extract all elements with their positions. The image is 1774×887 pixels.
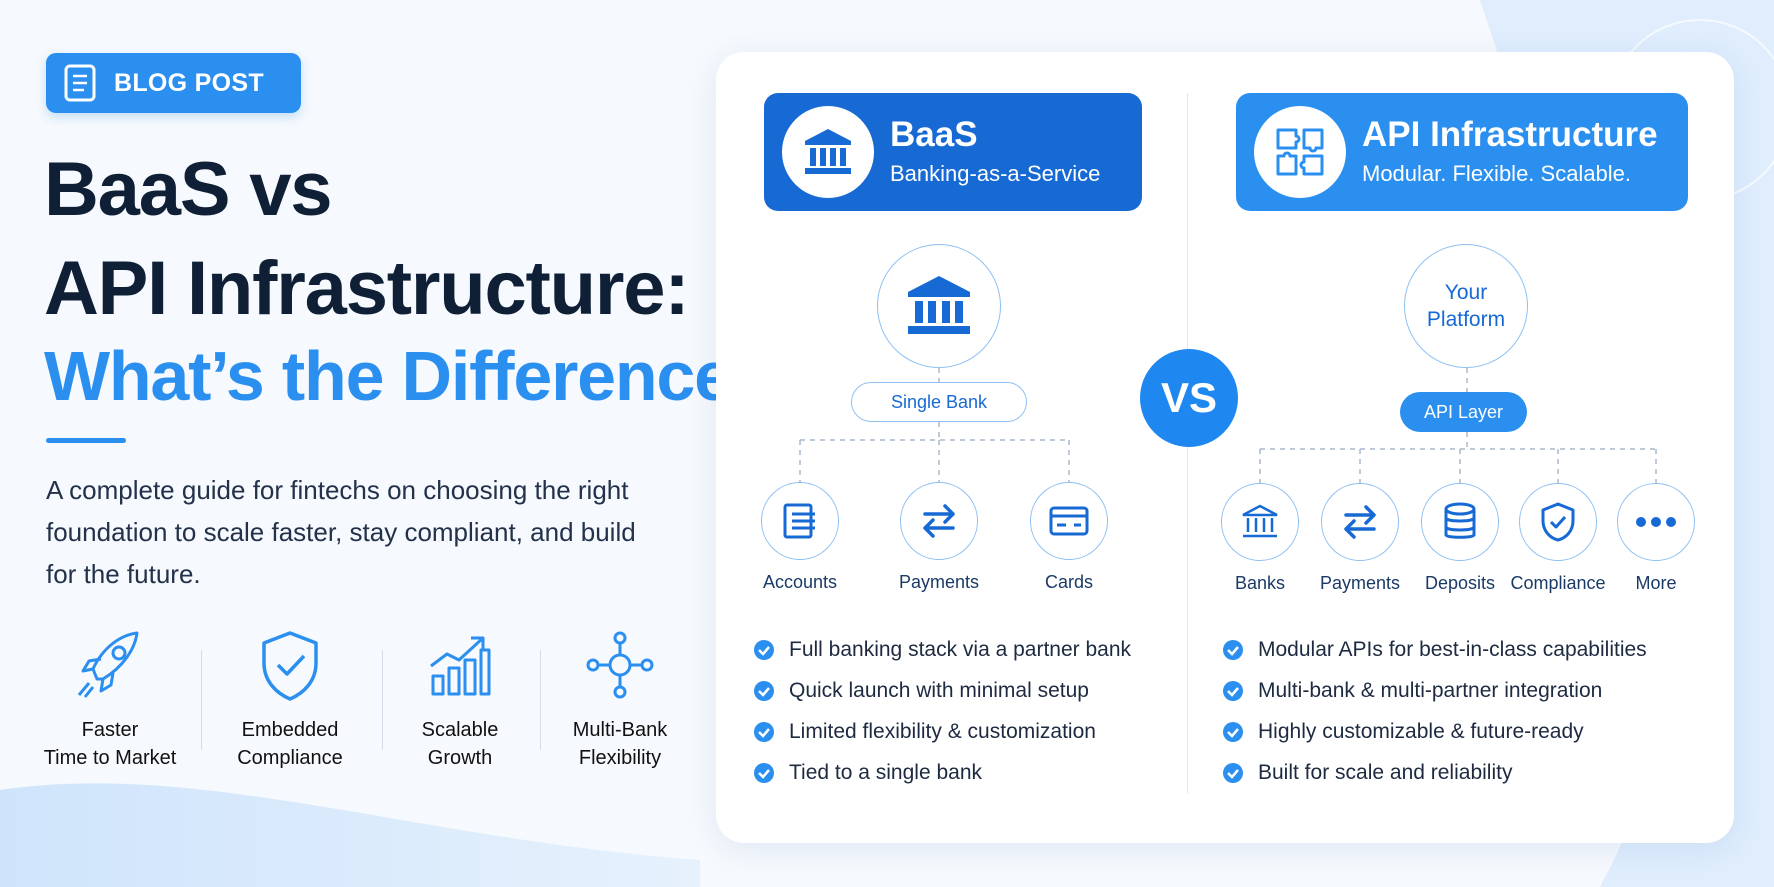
title-line-3: What’s the Difference? xyxy=(44,337,775,415)
list-item: Limited flexibility & customization xyxy=(753,711,1131,752)
baas-subtitle: Banking-as-a-Service xyxy=(890,161,1101,186)
list-item: Modular APIs for best-in-class capabilit… xyxy=(1222,629,1647,670)
document-icon xyxy=(46,53,114,113)
title-line-1: BaaS vs xyxy=(44,147,333,232)
check-circle-icon xyxy=(1223,721,1243,742)
node-deposits: Deposits xyxy=(1405,483,1515,594)
baas-title: BaaS xyxy=(890,115,978,154)
growth-chart-icon xyxy=(390,625,530,705)
vs-badge: VS xyxy=(1140,349,1238,447)
list-item: Full banking stack via a partner bank xyxy=(753,629,1131,670)
list-item: Tied to a single bank xyxy=(753,752,1131,793)
check-circle-icon xyxy=(1223,680,1243,701)
node-label: Payments xyxy=(1319,573,1401,593)
node-accounts: Accounts xyxy=(745,482,855,593)
check-circle-icon xyxy=(754,639,774,660)
credit-card-icon xyxy=(1030,482,1108,560)
shield-check-icon xyxy=(210,625,370,705)
feature-divider xyxy=(201,650,202,750)
bank-icon xyxy=(782,106,874,198)
api-title: API Infrastructure xyxy=(1362,115,1658,154)
blog-post-badge: BLOG POST xyxy=(46,53,301,113)
node-label: Accounts xyxy=(762,572,838,592)
api-header: API Infrastructure Modular. Flexible. Sc… xyxy=(1236,93,1688,211)
shield-check-icon xyxy=(1519,483,1597,561)
list-item: Built for scale and reliability xyxy=(1222,752,1647,793)
node-payments: Payments xyxy=(884,482,994,593)
single-bank-circle xyxy=(877,244,1001,368)
node-label: More xyxy=(1635,573,1677,593)
feature-divider xyxy=(382,650,383,750)
api-checklist: Modular APIs for best-in-class capabilit… xyxy=(1222,629,1647,793)
node-banks: Banks xyxy=(1205,483,1315,594)
list-item: Quick launch with minimal setup xyxy=(753,670,1131,711)
api-subtitle: Modular. Flexible. Scalable. xyxy=(1362,161,1632,186)
node-cards: Cards xyxy=(1014,482,1124,593)
title-line-2: API Infrastructure: xyxy=(44,246,690,331)
feature-divider xyxy=(540,650,541,750)
check-circle-icon xyxy=(754,721,774,742)
bank-icon xyxy=(908,276,970,334)
node-label: Payments xyxy=(898,572,980,592)
node-label: Compliance xyxy=(1510,573,1606,593)
node-label: Deposits xyxy=(1424,573,1496,593)
node-more: More xyxy=(1601,483,1711,594)
single-bank-pill: Single Bank xyxy=(851,382,1027,422)
network-icon xyxy=(550,625,690,705)
bank-icon xyxy=(1221,483,1299,561)
baas-header: BaaS Banking-as-a-Service xyxy=(764,93,1142,211)
check-circle-icon xyxy=(1223,639,1243,660)
api-layer-pill: API Layer xyxy=(1400,392,1527,432)
node-compliance: Compliance xyxy=(1503,483,1613,594)
badge-label: BLOG POST xyxy=(114,68,264,97)
baas-checklist: Full banking stack via a partner bank Qu… xyxy=(753,629,1131,793)
node-payments: Payments xyxy=(1305,483,1415,594)
puzzle-icon xyxy=(1254,106,1346,198)
intro-text: A complete guide for fintechs on choosin… xyxy=(46,475,636,589)
ledger-icon xyxy=(761,482,839,560)
check-circle-icon xyxy=(754,680,774,701)
node-label: Cards xyxy=(1044,572,1093,592)
check-circle-icon xyxy=(754,762,774,783)
database-icon xyxy=(1421,483,1499,561)
list-item: Highly customizable & future-ready xyxy=(1222,711,1647,752)
list-item: Multi-bank & multi-partner integration xyxy=(1222,670,1647,711)
transfer-arrows-icon xyxy=(1321,483,1399,561)
more-dots-icon xyxy=(1617,483,1695,561)
node-label: Banks xyxy=(1234,573,1286,593)
check-circle-icon xyxy=(1223,762,1243,783)
transfer-arrows-icon xyxy=(900,482,978,560)
rocket-icon xyxy=(30,625,190,705)
title-underline xyxy=(46,438,126,443)
